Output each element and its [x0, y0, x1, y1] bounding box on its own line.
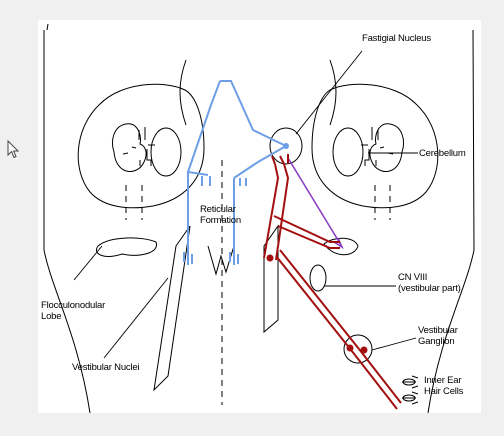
left-dentate-outline	[112, 123, 147, 172]
vestibular-nuclei-label: Vestibular Nuclei	[72, 362, 140, 373]
inner-ear-line-1: Inner Ear	[424, 375, 462, 386]
reticular-formation-label: Reticular Formation	[200, 204, 241, 226]
top-tick	[46, 23, 49, 31]
left-peduncle	[179, 59, 187, 126]
red-to-flocculus-2	[277, 225, 340, 249]
hair-cell-1	[402, 378, 416, 386]
hair-cell-2	[402, 394, 416, 402]
left-cerebellar-hemisphere	[77, 83, 205, 209]
vestibular-red-pathway	[263, 154, 402, 410]
cn-viii-line-1: CN VIII	[398, 272, 428, 283]
blue-right-tick	[239, 178, 247, 186]
blue-left-terminal	[183, 252, 193, 264]
blue-left-tick	[201, 176, 211, 186]
fastigial-nucleus-oval	[269, 127, 303, 165]
left-flocculus	[96, 237, 158, 257]
hair-cell-icon	[402, 375, 419, 405]
cn-viii-oval	[309, 264, 327, 292]
red-to-flocculus	[273, 215, 340, 243]
right-vestibular-nuclei-strip	[263, 224, 279, 334]
inner-ear-line-2: Hair Cells	[424, 386, 464, 397]
fastigial-nucleus-label: Fastigial Nucleus	[362, 33, 431, 44]
inner-ear-hair-cells-label: Inner Ear Hair Cells	[424, 375, 463, 397]
reticular-formation-line-1: Reticular	[200, 204, 236, 215]
blue-right-terminal	[229, 252, 239, 264]
vestibular-ganglion-label: Vestibular Ganglion	[418, 325, 458, 347]
right-dentate-outline	[369, 123, 404, 172]
flocculonodular-leader	[73, 245, 103, 281]
right-cortex-folds	[361, 127, 394, 166]
vestibular-ganglion-line-1: Vestibular	[418, 325, 458, 336]
red-nerve-lower	[275, 255, 356, 356]
right-flocculus	[323, 237, 359, 256]
fourth-ventricle-floor	[207, 245, 235, 276]
brainstem-left-edge	[43, 30, 91, 413]
right-peduncle	[329, 59, 337, 126]
mouse-pointer-icon	[7, 140, 20, 159]
cn-viii-line-2: (vestibular part)	[398, 283, 461, 294]
left-inner-oval	[150, 127, 182, 177]
ganglion-leader	[371, 337, 417, 351]
brainstem-cerebellum-drawing	[43, 23, 475, 413]
ganglion-cell-dot-1	[346, 344, 354, 352]
blue-fastigial-to-reticular	[233, 145, 287, 179]
fastigial-leader	[295, 50, 363, 135]
left-vestibular-nuclei-strip	[153, 225, 191, 392]
red-to-hair-cells-lower	[354, 354, 398, 410]
flocculonodular-line-1: Flocculonodular	[41, 300, 106, 311]
vestibular-ganglion-line-2: Ganglion	[418, 336, 455, 347]
red-top-terminals	[271, 154, 289, 165]
cerebellum-label: Cerebellum	[419, 148, 466, 159]
blue-upper-left-branch	[186, 80, 221, 176]
purple-line	[287, 157, 342, 246]
fastigial-nucleus-dot	[283, 143, 289, 149]
red-line-right	[275, 163, 290, 261]
flocculonodular-lobe-label: Flocculonodular Lobe	[41, 300, 105, 322]
reticulospinal-pathway	[183, 80, 287, 265]
blue-upper-right-branch	[220, 80, 287, 147]
vestibular-pathway-diagram: Fastigial Nucleus Cerebellum Reticular F…	[38, 20, 481, 413]
reticular-formation-line-2: Formation	[200, 215, 241, 226]
right-cerebellar-hemisphere	[311, 83, 439, 209]
red-line-left	[263, 163, 280, 259]
vestibular-nuclei-leader	[103, 277, 169, 359]
flocculonodular-line-2: Lobe	[41, 311, 62, 322]
red-synapse-dot-1	[266, 254, 274, 262]
cn-viii-label: CN VIII (vestibular part)	[398, 272, 461, 294]
brainstem-right-edge	[427, 29, 475, 413]
red-nerve-upper	[279, 249, 360, 350]
red-to-hair-cells-upper	[358, 348, 402, 404]
vestibular-ganglion-circle	[343, 334, 373, 364]
right-inner-oval	[332, 127, 364, 177]
ganglion-cell-dot-2	[360, 346, 368, 354]
leader-lines	[73, 50, 418, 359]
